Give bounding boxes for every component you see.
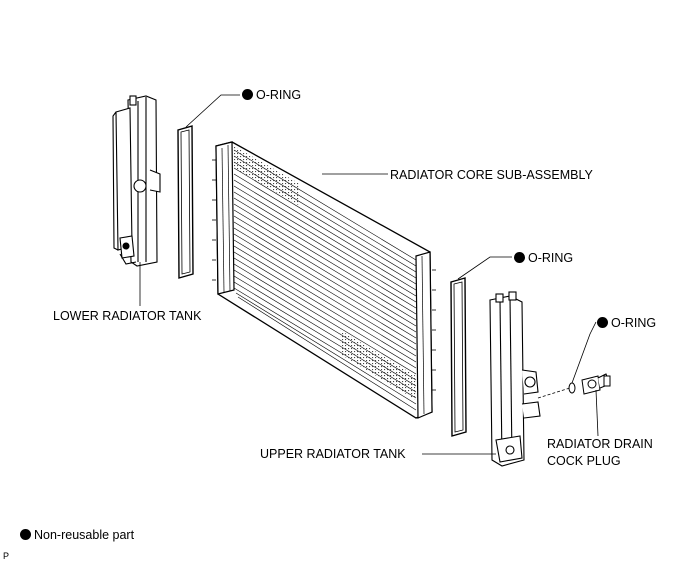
page-code: P [3, 551, 10, 561]
leader-lines [139, 94, 599, 455]
drain-plug-label-line2: COCK PLUG [547, 454, 621, 468]
filled-circle-icon [20, 529, 31, 540]
o-ring-text-1: O-RING [256, 88, 302, 102]
o-ring-gasket-left [177, 125, 194, 279]
non-reusable-icon [597, 317, 608, 328]
lower-radiator-tank-label: LOWER RADIATOR TANK [53, 309, 202, 323]
legend: Non-reusable part [20, 528, 134, 542]
o-ring-text-2: O-RING [528, 251, 574, 265]
legend-text: Non-reusable part [34, 528, 135, 542]
alignment-dashed-line [537, 387, 571, 399]
o-ring-label-2: O-RING [514, 251, 573, 265]
radiator-core-label: RADIATOR CORE SUB-ASSEMBLY [390, 168, 593, 182]
upper-radiator-tank [489, 291, 541, 467]
drain-plug-label-line1: RADIATOR DRAIN [547, 437, 653, 451]
lower-radiator-tank [112, 95, 161, 267]
radiator-core-sub-assembly [212, 141, 436, 419]
radiator-drain-cock-plug [581, 373, 611, 395]
o-ring-label-1: O-RING [242, 88, 301, 102]
o-ring-gasket-right [450, 277, 467, 437]
o-ring-text-3: O-RING [611, 316, 657, 330]
o-ring-label-3: O-RING [597, 316, 656, 330]
non-reusable-icon [514, 252, 525, 263]
non-reusable-icon [242, 89, 253, 100]
upper-radiator-tank-label: UPPER RADIATOR TANK [260, 447, 406, 461]
drain-o-ring [568, 382, 576, 394]
